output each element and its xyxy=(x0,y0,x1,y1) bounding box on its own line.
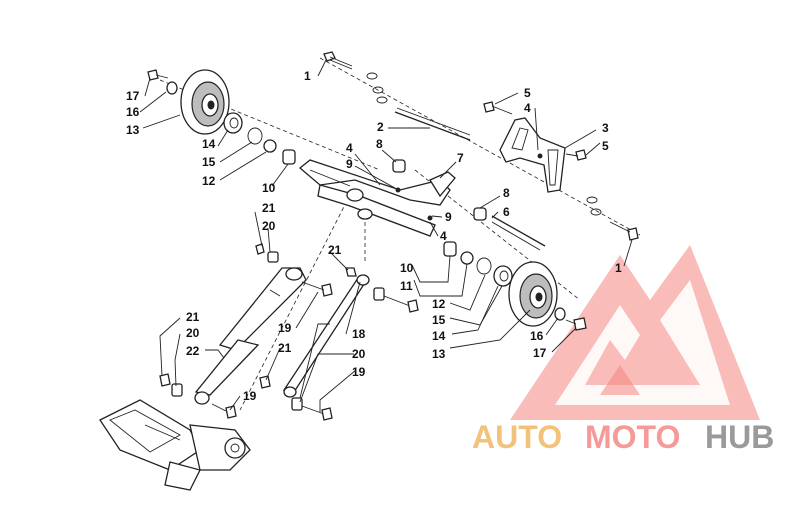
left-idler-wheel xyxy=(180,69,230,135)
left-washer-small xyxy=(263,139,277,153)
shock-bushing-top xyxy=(255,243,279,263)
callout-2: 2 xyxy=(377,120,384,134)
callout-21-mid: 21 xyxy=(278,341,292,355)
callout-12-right: 12 xyxy=(432,297,446,311)
rear-axle-rod xyxy=(394,107,471,141)
right-bolt xyxy=(565,317,587,331)
leader-lines xyxy=(139,59,633,412)
left-snap-ring xyxy=(247,127,263,145)
callout-5-top: 5 xyxy=(524,86,531,100)
right-washer xyxy=(554,307,566,321)
callout-4-right: 4 xyxy=(440,229,447,243)
callout-17-left: 17 xyxy=(126,89,140,103)
callout-4-center: 4 xyxy=(346,141,353,155)
callout-19-center: 19 xyxy=(278,321,292,335)
callout-17-right: 17 xyxy=(533,346,547,360)
callout-19-left: 19 xyxy=(243,389,257,403)
callout-21-center: 21 xyxy=(328,243,342,257)
callout-22: 22 xyxy=(186,344,200,358)
callout-14-left: 14 xyxy=(202,137,216,151)
top-bolt xyxy=(323,51,353,70)
callout-9-right: 9 xyxy=(445,210,452,224)
link-rod xyxy=(282,274,370,398)
callout-9-top: 9 xyxy=(346,157,353,171)
shock-hardware-bottom xyxy=(159,373,237,419)
swing-arm-bushing xyxy=(392,159,406,173)
right-idler-wheel xyxy=(508,261,558,327)
callout-8-right: 8 xyxy=(503,186,510,200)
washer-stack-top xyxy=(366,72,388,104)
link-rod-hardware-bottom xyxy=(259,375,333,421)
left-washer xyxy=(166,81,178,95)
shock-absorber xyxy=(194,267,307,405)
callout-10-left: 10 xyxy=(262,181,276,195)
callout-labels: 1 2 3 4 5 5 17 16 13 14 15 12 10 4 9 8 7… xyxy=(126,69,622,403)
watermark-moto: MOTO xyxy=(585,419,680,455)
watermark-hub: HUB xyxy=(705,419,774,455)
right-axle xyxy=(491,215,546,251)
bracket-bolt-top xyxy=(483,101,513,115)
callout-13-right: 13 xyxy=(432,347,446,361)
callout-3: 3 xyxy=(602,121,609,135)
callout-16-left: 16 xyxy=(126,105,140,119)
callout-11: 11 xyxy=(400,279,413,293)
callout-7: 7 xyxy=(457,151,464,165)
callout-18: 18 xyxy=(352,327,366,341)
callout-1-right: 1 xyxy=(615,261,622,275)
left-spacer xyxy=(282,149,296,165)
right-snap-ring xyxy=(476,257,492,275)
right-bearing xyxy=(493,265,513,287)
axle-bushing xyxy=(473,207,487,221)
callout-14-right: 14 xyxy=(432,329,446,343)
link-rod-hardware-top xyxy=(345,267,419,313)
slide-rail-section xyxy=(99,399,251,491)
callout-10-right: 10 xyxy=(400,261,414,275)
callout-6: 6 xyxy=(503,205,510,219)
shock-bolt-top xyxy=(301,281,333,297)
callout-1-top: 1 xyxy=(304,69,311,83)
swing-arm xyxy=(298,159,456,237)
callout-12-left: 12 xyxy=(202,174,216,188)
callout-20-mid: 20 xyxy=(352,347,366,361)
right-washer-small xyxy=(460,251,474,265)
callout-16-right: 16 xyxy=(530,329,544,343)
callout-21-top: 21 xyxy=(262,201,276,215)
left-bearing xyxy=(223,112,243,134)
callout-20-left: 20 xyxy=(186,326,200,340)
left-bolt xyxy=(147,69,169,81)
callout-5-right: 5 xyxy=(602,139,609,153)
callout-13-left: 13 xyxy=(126,123,140,137)
callout-15-left: 15 xyxy=(202,155,216,169)
callout-8-top: 8 xyxy=(376,137,383,151)
watermark-logo xyxy=(510,245,760,420)
lower-right-bolt xyxy=(586,196,639,241)
right-spacer xyxy=(443,241,457,257)
bracket-bolt-right xyxy=(565,149,587,161)
watermark-auto: AUTO xyxy=(472,419,562,455)
callout-4-top: 4 xyxy=(524,101,531,115)
callout-21-left: 21 xyxy=(186,310,200,324)
callout-20-top: 20 xyxy=(262,219,276,233)
callout-19-right: 19 xyxy=(352,365,366,379)
mounting-bracket xyxy=(499,117,566,193)
callout-15-right: 15 xyxy=(432,313,446,327)
